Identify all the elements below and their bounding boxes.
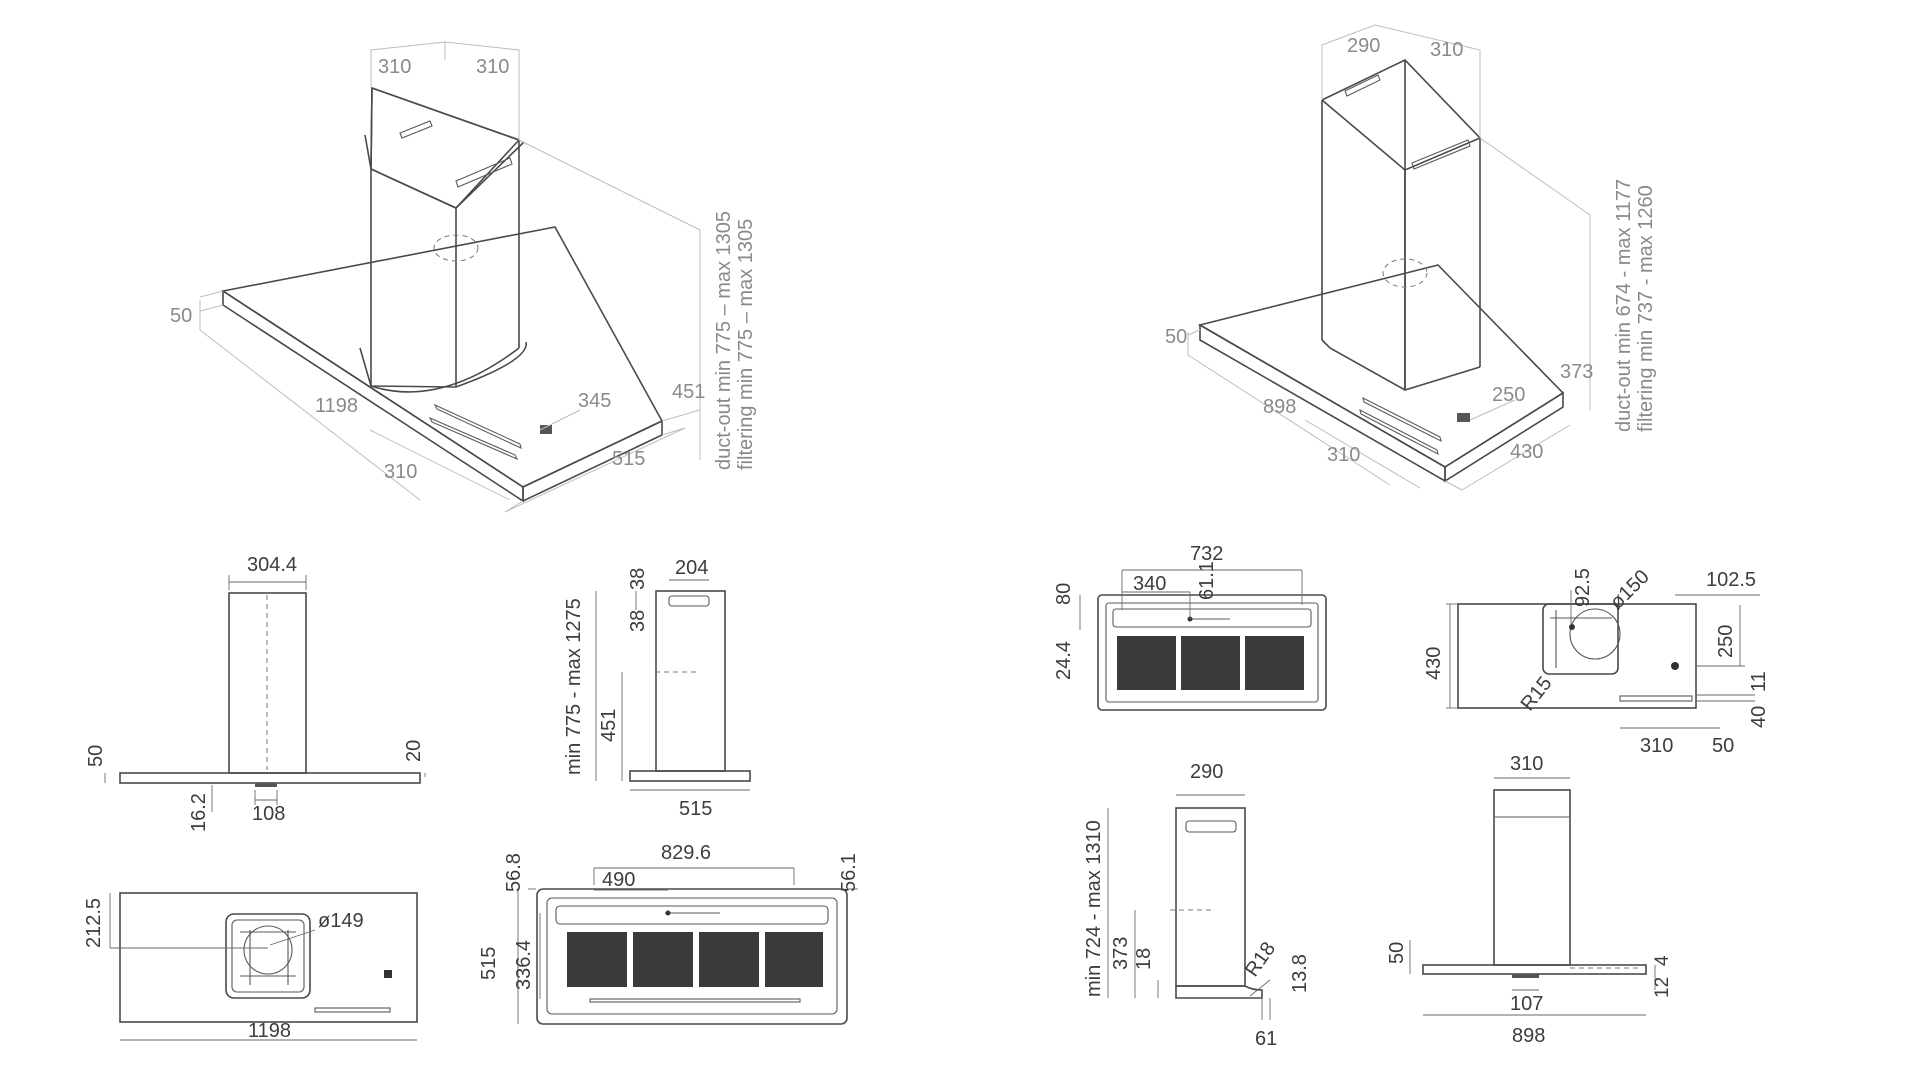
dim-4: 4: [1652, 955, 1673, 966]
dim-310-right: 310: [476, 56, 509, 78]
side-view-290: 290 min 724 - max 1310 373 18 R18 13.8 6…: [1083, 761, 1311, 1050]
bottom-view-732: 732 340 61.1 80 24.4: [1053, 543, 1327, 711]
dim-50: 50: [85, 745, 107, 767]
dim-204: 204: [675, 557, 708, 579]
dim-16-2: 16.2: [188, 793, 210, 832]
dim-height-filter: filtering min 737 - max 1260: [1635, 185, 1657, 432]
dim-38-top: 38: [627, 568, 649, 590]
dim-107: 107: [1510, 993, 1543, 1015]
bottom-view-829: 829.6 490 56.8 56.1 515 336.4: [478, 842, 860, 1025]
dim-20: 20: [403, 740, 425, 762]
dim-212-5: 212.5: [83, 898, 105, 948]
dim-451: 451: [672, 381, 705, 403]
dim-1198: 1198: [315, 395, 358, 417]
dim-diameter-149: ø149: [318, 910, 364, 932]
side-view-515: 204 38 38 min 775 - max 1275 451 515: [563, 557, 751, 820]
dim-310-left: 310: [378, 56, 411, 78]
dim-50: 50: [1165, 326, 1187, 348]
dim-898: 898: [1263, 396, 1296, 418]
dim-56-1: 56.1: [838, 853, 860, 892]
dim-61-1: 61.1: [1196, 561, 1218, 600]
iso-view-1198: 310 310 50 1198 310 345 451 515 duct-out…: [170, 41, 757, 513]
dim-732: 732: [1190, 543, 1223, 565]
dim-290: 290: [1347, 35, 1380, 57]
dim-373: 373: [1560, 361, 1593, 383]
dim-40: 40: [1748, 706, 1770, 728]
dim-13-8: 13.8: [1289, 954, 1311, 993]
dim-310: 310: [1640, 735, 1673, 757]
dim-height-filter: filtering min 775 – max 1305: [735, 219, 757, 470]
dim-92-5: 92.5: [1572, 568, 1594, 607]
dim-250: 250: [1492, 384, 1525, 406]
dim-18: 18: [1133, 948, 1155, 970]
dim-430: 430: [1423, 647, 1445, 680]
dim-336-4: 336.4: [513, 940, 535, 990]
dim-12: 12: [1652, 977, 1673, 998]
dim-108: 108: [252, 803, 285, 825]
dim-diameter-150: ø150: [1606, 566, 1654, 614]
dim-340: 340: [1133, 573, 1166, 595]
dim-430: 430: [1510, 441, 1543, 463]
top-view-898: 92.5 ø150 102.5 430 250 R15 11 40 310 50: [1423, 566, 1770, 757]
dim-50: 50: [170, 305, 192, 327]
dim-50: 50: [1386, 942, 1408, 964]
dim-height: min 775 - max 1275: [563, 598, 585, 775]
front-view-898: 310 50 4 12 107 898: [1386, 753, 1673, 1047]
top-view-1198: 212.5 ø149 1198: [83, 892, 418, 1042]
dim-310-bottom: 310: [1327, 444, 1360, 466]
dim-290: 290: [1190, 761, 1223, 783]
dim-310: 310: [1510, 753, 1543, 775]
dim-515: 515: [679, 798, 712, 820]
dim-r18: R18: [1241, 938, 1280, 981]
dim-80: 80: [1053, 583, 1075, 605]
dim-56-8: 56.8: [503, 853, 525, 892]
dim-304-4: 304.4: [247, 554, 297, 576]
dim-height-duct: duct-out min 674 - max 1177: [1613, 179, 1635, 432]
dim-250: 250: [1715, 625, 1737, 658]
dim-490: 490: [602, 869, 635, 891]
dim-50: 50: [1712, 735, 1734, 757]
dim-38-bottom: 38: [627, 610, 649, 632]
dim-102-5: 102.5: [1706, 569, 1756, 591]
dim-515: 515: [612, 448, 645, 470]
dim-61: 61: [1255, 1028, 1277, 1050]
dim-451: 451: [598, 709, 620, 742]
dim-height: min 724 - max 1310: [1083, 820, 1105, 997]
iso-view-898: 290 310 50 898 310 250 373 430 duct-out …: [1165, 24, 1657, 491]
dim-373: 373: [1110, 937, 1132, 970]
dim-11: 11: [1748, 671, 1770, 692]
dim-height-duct: duct-out min 775 – max 1305: [713, 211, 735, 470]
dim-310-bottom: 310: [384, 461, 417, 483]
front-view-1198: 304.4 50 20 16.2 108: [85, 554, 426, 832]
dim-1198: 1198: [248, 1020, 291, 1042]
dim-345: 345: [578, 390, 611, 412]
dim-24-4: 24.4: [1053, 641, 1075, 680]
dim-515: 515: [478, 947, 500, 980]
dim-829-6: 829.6: [661, 842, 711, 864]
dim-898: 898: [1512, 1025, 1545, 1047]
dim-310: 310: [1430, 39, 1463, 61]
